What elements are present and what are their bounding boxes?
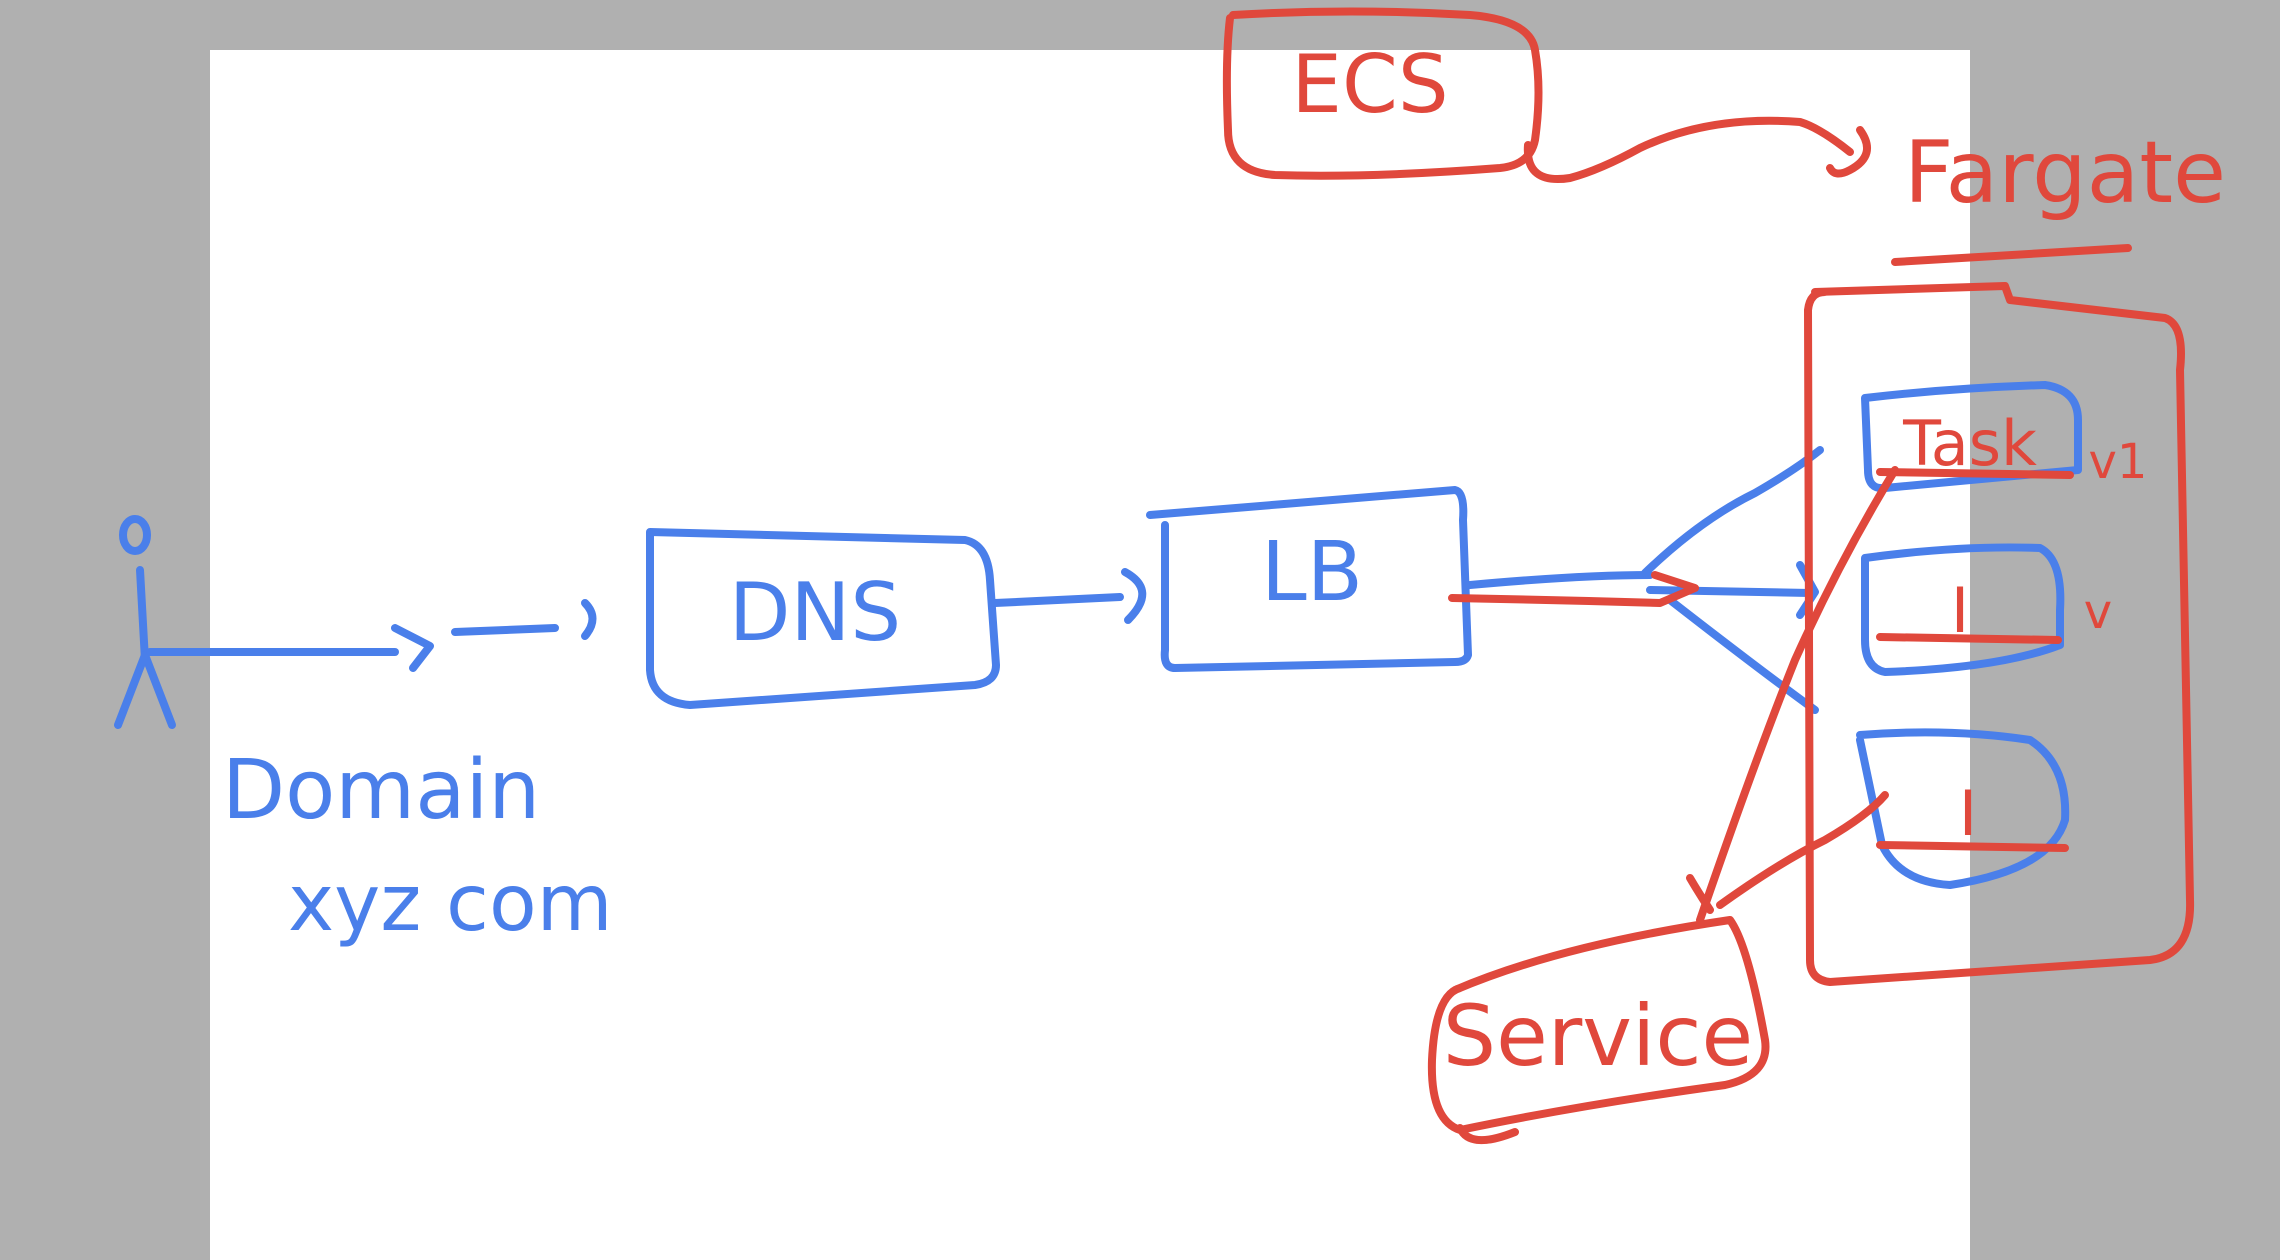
lb-label: LB (1261, 525, 1363, 620)
task-node-2: I v (1861, 543, 2122, 734)
task-version-1: v1 (2089, 434, 2148, 490)
arrow-service-to-tasks (1686, 466, 1899, 924)
arrow-dns-to-lb (991, 568, 1147, 624)
domain-name-label: xyz com (288, 859, 613, 949)
dns-node: DNS (646, 528, 1000, 709)
lb-node: LB (1146, 486, 1472, 672)
red-arrow-lb-to-tasks (1448, 571, 1699, 607)
task-label-2: I (1951, 574, 1969, 647)
service-label: Service (1443, 987, 1753, 1085)
task-dot-3 (2114, 722, 2122, 734)
task-node-1: Task v1 (1861, 381, 2148, 493)
arrow-ecs-to-fargate (1523, 116, 1872, 183)
ecs-node: ECS (1222, 7, 1543, 180)
task-label-3: I (1959, 777, 1977, 850)
whiteboard-page (210, 50, 1970, 1260)
fargate-title: Fargate (1891, 123, 2226, 266)
task-label-1: Task (1902, 407, 2037, 480)
arrow-lb-to-tasks (1466, 446, 1824, 714)
ecs-label: ECS (1291, 38, 1448, 131)
dns-label: DNS (729, 566, 901, 659)
task-version-2: v (2084, 584, 2112, 640)
task-node-3: I (1856, 728, 2070, 889)
arrow-user-to-dns (146, 599, 597, 672)
fargate-label: Fargate (1904, 123, 2226, 223)
user-stick-figure-icon (114, 515, 176, 729)
fargate-container (1804, 282, 2195, 986)
domain-label: Domain (222, 743, 540, 838)
service-node: Service (1427, 916, 1770, 1145)
